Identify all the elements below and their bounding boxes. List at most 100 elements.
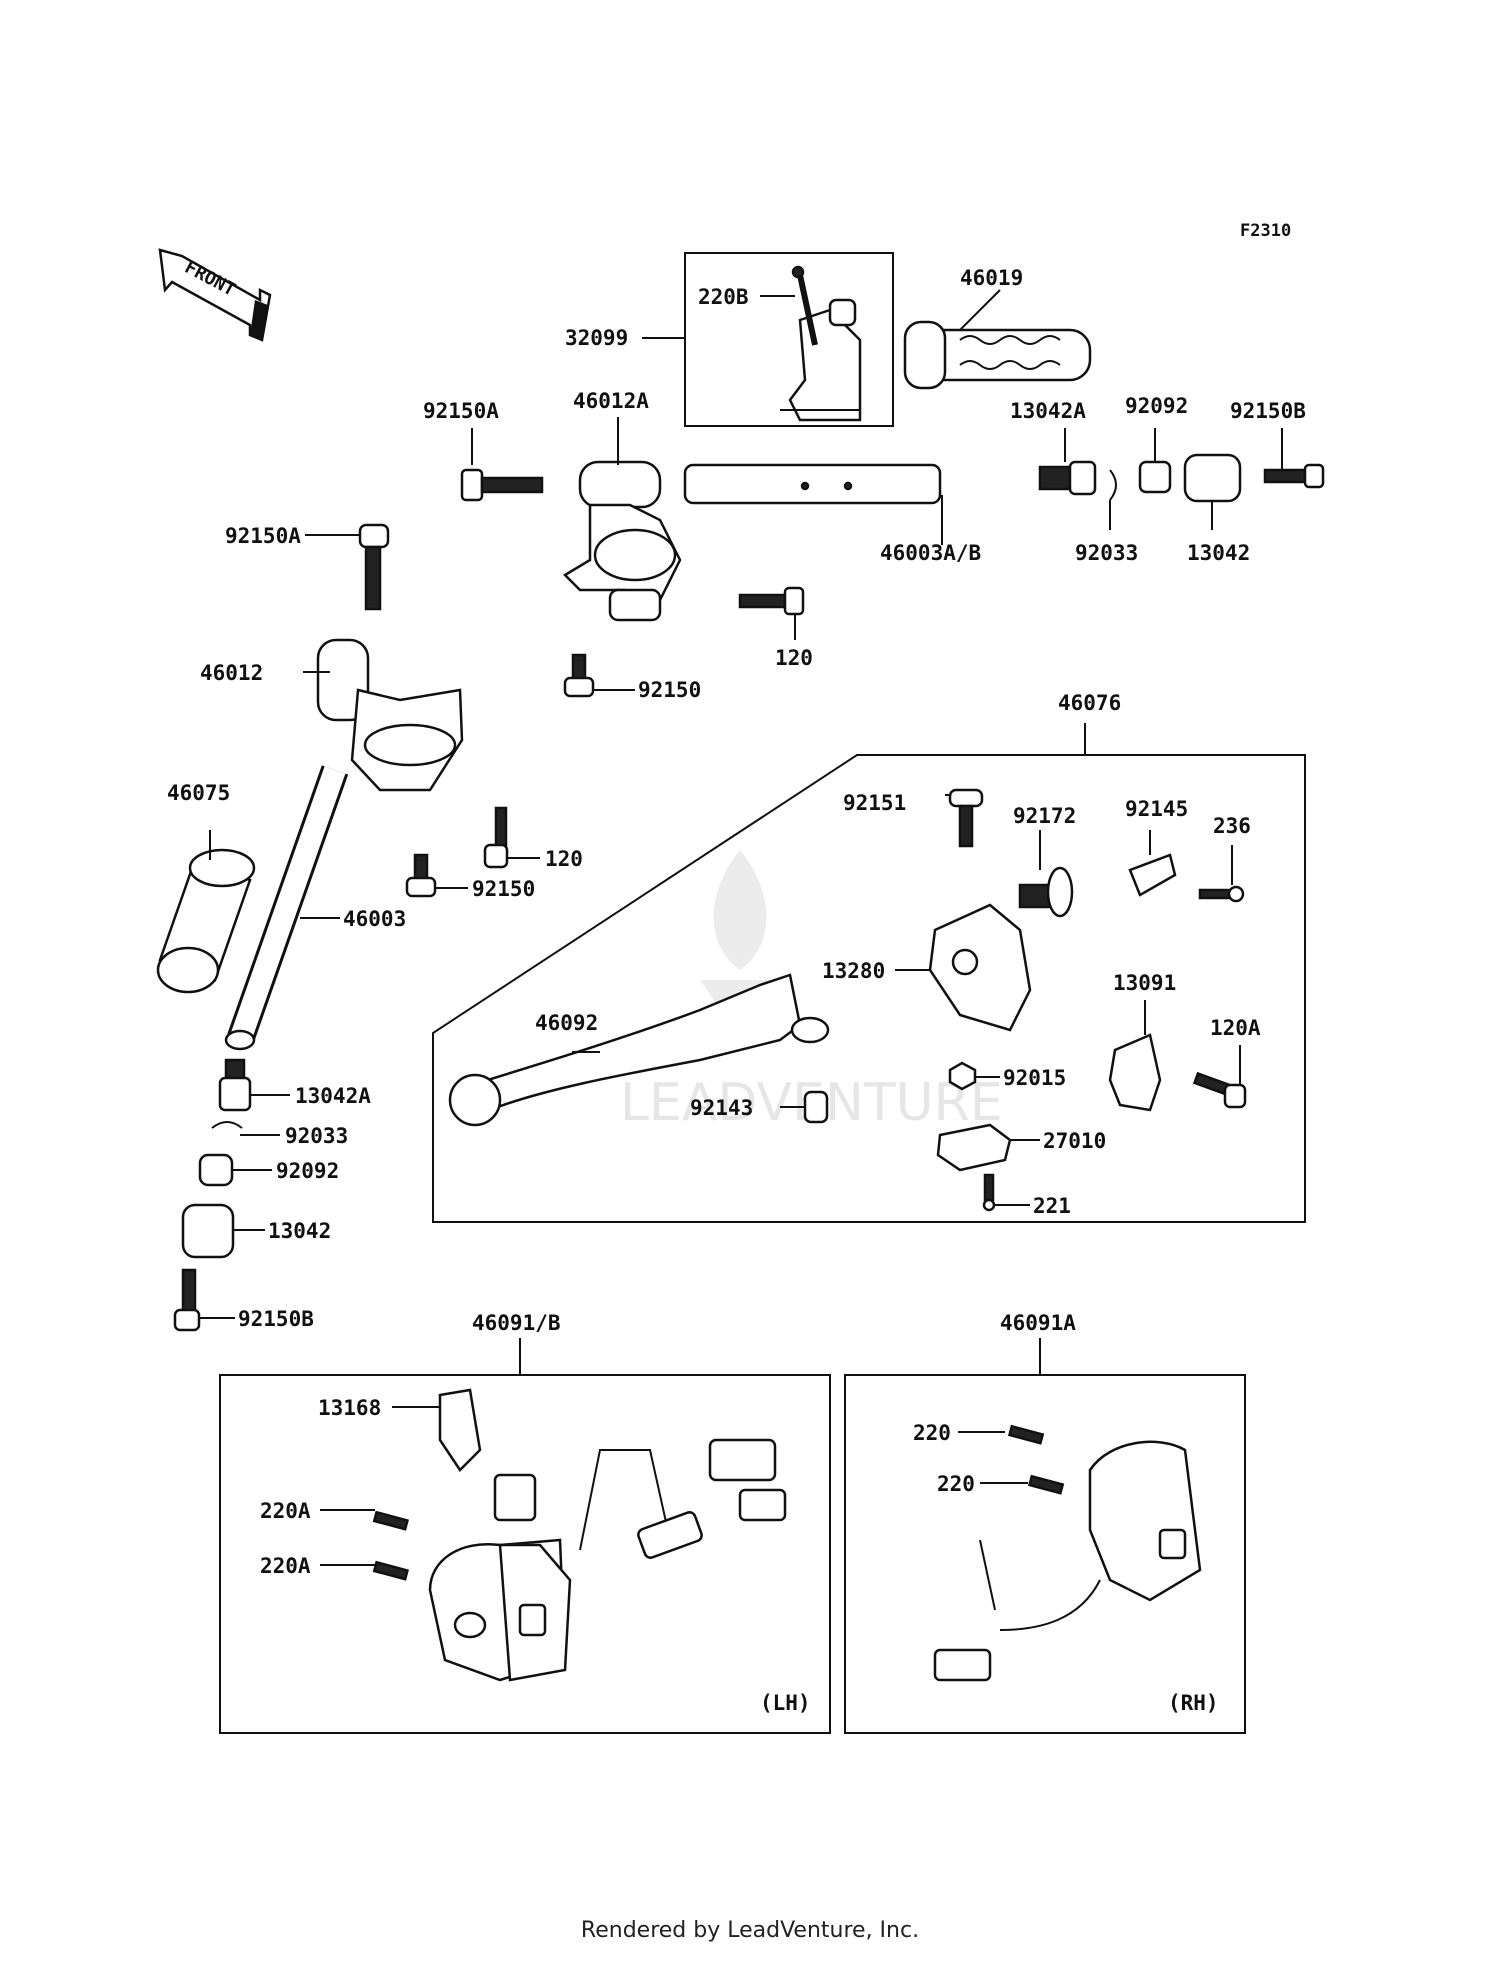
label-13168: 13168 <box>318 1396 381 1420</box>
throttle-pulley-part <box>780 298 862 422</box>
lh-side-label: (LH) <box>760 1691 811 1715</box>
label-120-top: 120 <box>775 646 813 670</box>
bolt-92151 <box>948 788 984 848</box>
rh-switch-housing-part <box>1088 1440 1202 1602</box>
nut-92015 <box>948 1061 977 1091</box>
clamp-13091-part <box>1108 1033 1162 1112</box>
screw-236 <box>1198 885 1245 903</box>
label-220-1: 220 <box>913 1421 951 1445</box>
label-92150B-top: 92150B <box>1230 399 1306 423</box>
damper-92092-top <box>1138 460 1172 494</box>
label-92143: 92143 <box>690 1096 753 1120</box>
label-92172: 92172 <box>1013 804 1076 828</box>
bolt-92150-top <box>563 653 595 698</box>
rh-switch-box <box>844 1374 1246 1734</box>
leader-lines <box>199 289 1283 1566</box>
throttle-assembly-box <box>684 252 894 427</box>
diagram-code: F2310 <box>1240 221 1291 241</box>
rh-harness-part <box>933 1539 1101 1682</box>
damper-92092-left <box>198 1153 234 1187</box>
right-grip-part <box>903 320 1092 390</box>
footer-credit: Rendered by LeadVenture, Inc. <box>580 1918 920 1943</box>
bolt-92150B-left <box>173 1268 201 1332</box>
label-13280: 13280 <box>822 959 885 983</box>
label-46003AB: 46003A/B <box>880 541 981 565</box>
bracket-13280-part <box>928 903 1032 1032</box>
screw-220-1 <box>1007 1424 1045 1445</box>
screw-220-2 <box>1027 1474 1065 1495</box>
lh-switch-box <box>219 1374 831 1734</box>
label-92151: 92151 <box>843 791 906 815</box>
label-46019: 46019 <box>960 266 1023 290</box>
bolt-120A <box>1192 1071 1247 1109</box>
label-46091B: 46091/B <box>472 1311 561 1335</box>
screw-220B <box>791 265 818 346</box>
label-46012: 46012 <box>200 661 263 685</box>
label-13042A-left: 13042A <box>295 1084 371 1108</box>
label-46012A: 46012A <box>573 389 649 413</box>
bar-end-13042A-left <box>218 1058 252 1112</box>
label-92033-left: 92033 <box>285 1124 348 1148</box>
label-120-left: 120 <box>545 847 583 871</box>
label-236: 236 <box>1213 814 1251 838</box>
label-32099: 32099 <box>565 326 628 350</box>
label-92150-top: 92150 <box>638 678 701 702</box>
cover-13168-part <box>438 1388 482 1472</box>
left-grip-46075-part <box>156 848 256 994</box>
label-46075: 46075 <box>167 781 230 805</box>
label-92150-left: 92150 <box>472 877 535 901</box>
handlebar-46003-part <box>224 765 349 1051</box>
lever-assembly-box <box>432 754 1306 1223</box>
label-92033-top: 92033 <box>1075 541 1138 565</box>
bar-end-weight-13042A-top <box>1038 460 1097 496</box>
label-92150A-top: 92150A <box>423 399 499 423</box>
bolt-120-left <box>483 806 509 869</box>
label-120A: 120A <box>1210 1016 1261 1040</box>
weight-13042-top <box>1183 453 1242 503</box>
bolt-92150-left <box>405 853 437 898</box>
spring-92145 <box>1128 853 1177 897</box>
circlip-92033-left <box>211 1121 243 1129</box>
label-46092: 46092 <box>535 1011 598 1035</box>
label-92150B-left: 92150B <box>238 1307 314 1331</box>
label-220A-1: 220A <box>260 1499 311 1523</box>
clamp-46012A-part <box>562 460 682 622</box>
label-220A-2: 220A <box>260 1554 311 1578</box>
label-46076: 46076 <box>1058 691 1121 715</box>
label-220B: 220B <box>698 285 749 309</box>
weight-13042-left <box>181 1203 235 1259</box>
front-arrow-icon: FRONT <box>158 248 272 342</box>
label-46003: 46003 <box>343 907 406 931</box>
label-46091A: 46091A <box>1000 1311 1076 1335</box>
bolt-120-top <box>738 586 805 616</box>
lh-switch-housing-part <box>428 1538 572 1682</box>
switch-27010-part <box>936 1123 1012 1172</box>
lever-46092-part <box>448 973 830 1127</box>
label-13042A-top: 13042A <box>1010 399 1086 423</box>
screw-220A-2 <box>372 1560 409 1581</box>
bolt-92150A-left <box>358 523 390 611</box>
label-221: 221 <box>1033 1194 1071 1218</box>
collar-92143 <box>803 1090 829 1124</box>
label-220-2: 220 <box>937 1472 975 1496</box>
screw-220A-1 <box>372 1510 409 1531</box>
label-92092-top: 92092 <box>1125 394 1188 418</box>
bolt-92150A-top <box>460 468 544 502</box>
rh-side-label: (RH) <box>1168 1691 1219 1715</box>
label-13091: 13091 <box>1113 971 1176 995</box>
label-13042-left: 13042 <box>268 1219 331 1243</box>
label-92145: 92145 <box>1125 797 1188 821</box>
clamp-46012-part <box>316 638 464 792</box>
label-92015: 92015 <box>1003 1066 1066 1090</box>
label-92092-left: 92092 <box>276 1159 339 1183</box>
label-92150A-left: 92150A <box>225 524 301 548</box>
circlip-92033-top <box>1109 469 1117 501</box>
label-27010: 27010 <box>1043 1129 1106 1153</box>
bolt-92150B-top <box>1263 463 1325 489</box>
label-13042-top: 13042 <box>1187 541 1250 565</box>
adjuster-92172 <box>1018 866 1074 918</box>
handlebar-top-part <box>683 463 942 505</box>
lh-harness-part <box>493 1438 787 1559</box>
screw-221 <box>982 1173 996 1212</box>
